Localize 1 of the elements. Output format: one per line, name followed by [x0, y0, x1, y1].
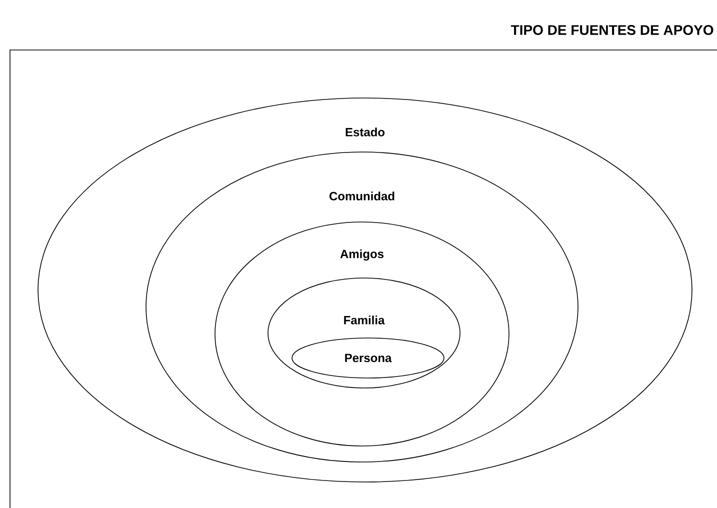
title: TIPO DE FUENTES DE APOYO — [510, 25, 714, 35]
